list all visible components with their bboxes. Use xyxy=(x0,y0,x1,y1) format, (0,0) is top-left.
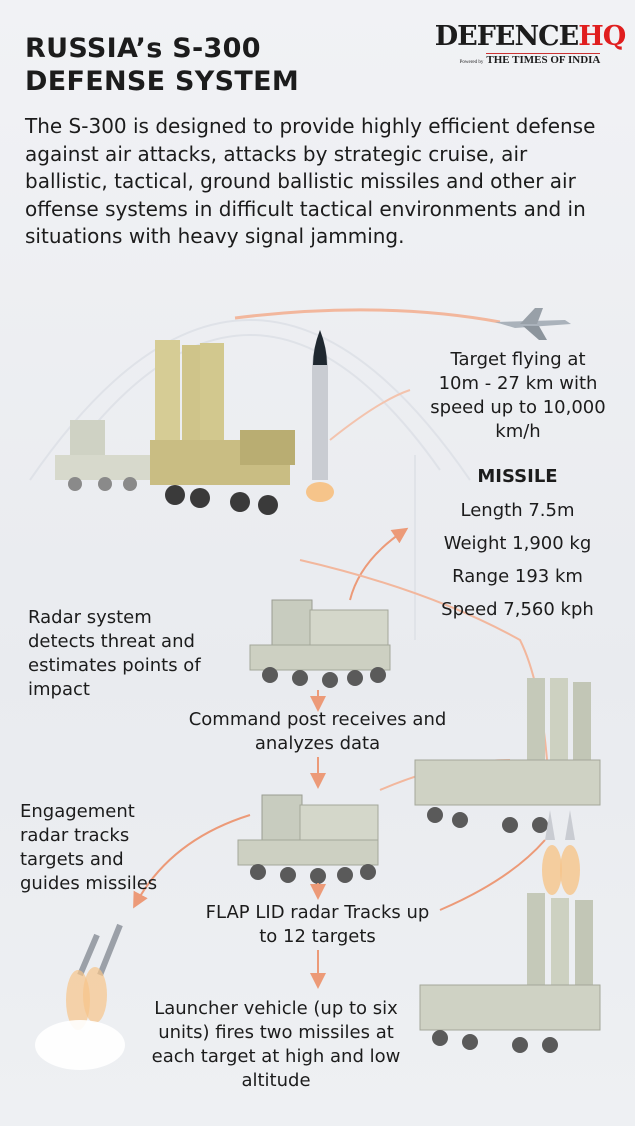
radar-truck-small xyxy=(55,420,150,491)
target-info: Target flying at 10m - 27 km with speed … xyxy=(430,349,606,442)
powered-by: Powered by xyxy=(459,60,484,65)
spec-speed: Speed 7,560 kph xyxy=(441,599,594,620)
launcher-vehicle-1 xyxy=(414,678,601,833)
step-radar: Radar system detects threat and estimate… xyxy=(28,607,201,700)
intro-paragraph: The S-300 is designed to provide highly … xyxy=(25,114,596,248)
fighter-jet-icon xyxy=(495,308,571,340)
missile-heading: MISSILE xyxy=(477,466,558,487)
launched-missiles-icon xyxy=(35,923,125,1070)
main-launcher-vehicle xyxy=(150,340,295,515)
step-launcher: Launcher vehicle (up to six units) fires… xyxy=(151,998,401,1091)
page-title: RUSSIA’s S-300 DEFENSE SYSTEM xyxy=(25,32,299,98)
title-line-1: RUSSIA’s S-300 xyxy=(25,33,261,64)
radar-dome-rings xyxy=(29,319,471,481)
step-flap-lid: FLAP LID radar Tracks up to 12 targets xyxy=(205,902,430,947)
logo-accent: HQ xyxy=(578,21,626,52)
logo-partner: THE TIMES OF INDIA xyxy=(486,53,601,66)
title-line-2: DEFENSE SYSTEM xyxy=(25,66,300,97)
spec-range: Range 193 km xyxy=(452,566,583,587)
launcher-vehicle-2 xyxy=(419,893,601,1053)
radar-vehicle xyxy=(249,599,391,688)
incoming-trail xyxy=(234,308,501,324)
missile-specs: MISSILE Length 7.5m Weight 1,900 kg Rang… xyxy=(420,466,615,626)
missile-icon xyxy=(306,330,334,502)
spec-weight: Weight 1,900 kg xyxy=(443,533,592,554)
step-engagement: Engagement radar tracks targets and guid… xyxy=(20,801,158,894)
launching-missiles-icon xyxy=(542,810,580,895)
logo-main: DEFENCE xyxy=(434,21,579,52)
spec-length: Length 7.5m xyxy=(460,500,575,521)
engagement-radar-vehicle xyxy=(237,794,379,884)
step-command: Command post receives and analyzes data xyxy=(188,709,447,754)
